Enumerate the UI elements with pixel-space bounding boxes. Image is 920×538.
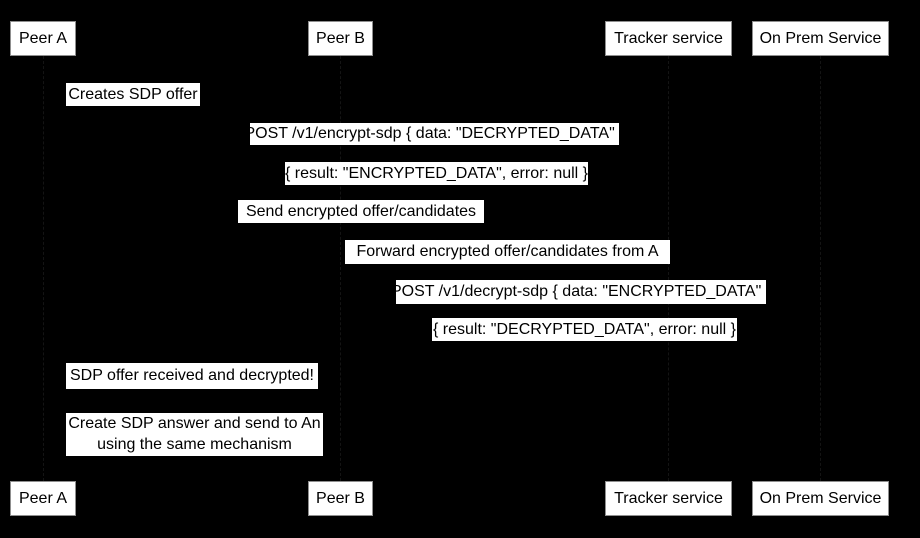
actor-tracker-service-top: Tracker service [605,21,732,56]
actor-label: Tracker service [614,489,723,507]
lifeline-tracker-service [668,56,669,481]
actor-label: On Prem Service [759,489,882,507]
lifeline-on-prem-service [820,56,821,481]
actor-peer-b-bottom: Peer B [308,481,373,516]
actor-on-prem-service-bottom: On Prem Service [752,481,889,516]
message-send-encrypted-offer: Send encrypted offer/candidates [238,200,484,223]
actor-label: Tracker service [614,29,723,47]
actor-peer-b-top: Peer B [308,21,373,56]
message-create-sdp-answer: Create SDP answer and send to An using t… [66,413,323,456]
message-post-decrypt-sdp: POST /v1/decrypt-sdp { data: "ENCRYPTED_… [391,280,771,304]
message-post-encrypt-sdp: POST /v1/encrypt-sdp { data: "DECRYPTED_… [244,123,625,145]
actor-label: On Prem Service [759,29,882,47]
lifeline-peer-b [340,56,341,481]
actor-peer-a-top: Peer A [10,21,76,56]
message-creates-sdp-offer: Creates SDP offer [66,83,200,106]
message-forward-encrypted-offer: Forward encrypted offer/candidates from … [345,240,670,264]
actor-on-prem-service-top: On Prem Service [752,21,889,56]
message-encrypt-result: { result: "ENCRYPTED_DATA", error: null … [285,162,588,185]
message-decrypt-result: { result: "DECRYPTED_DATA", error: null … [432,318,737,341]
actor-label: Peer A [18,489,68,507]
actor-label: Peer A [18,29,68,47]
actor-peer-a-bottom: Peer A [10,481,76,516]
lifeline-peer-a [43,56,44,481]
actor-label: Peer B [316,29,365,47]
actor-tracker-service-bottom: Tracker service [605,481,732,516]
message-offer-received-decrypted: SDP offer received and decrypted! [66,363,318,389]
actor-label: Peer B [316,489,365,507]
